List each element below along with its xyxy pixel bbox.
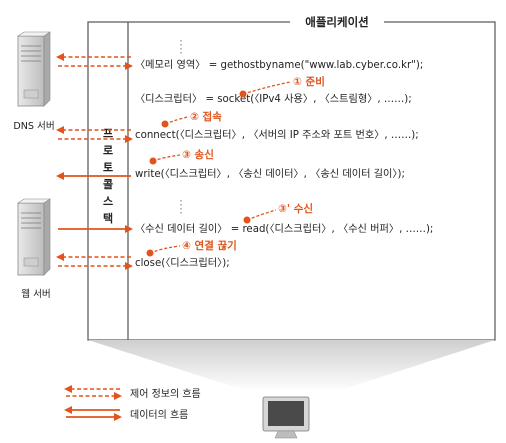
code-lines: 〈메모리 영역〉 = gethostbyname("www.lab.cyber.… [135, 59, 433, 269]
step4-label: ④ 연결 끊기 [182, 239, 237, 252]
code-close: close(〈디스크립터〉); [135, 256, 230, 269]
step2-label: ② 접속 [190, 111, 222, 123]
legend-control-arrow-icon [64, 385, 122, 400]
code-write: write(〈디스크립터〉, 〈송신 데이터〉, 〈송신 데이터 길이〉); [135, 167, 405, 180]
legend-data-label: 데이터의 흐름 [130, 409, 188, 421]
protocol-char-1: 프 [103, 127, 113, 140]
protocol-char-2: 로 [103, 144, 113, 157]
legend-data-arrow-icon [64, 406, 122, 421]
legend: 제어 정보의 흐름 데이터의 흐름 [64, 385, 201, 421]
application-title: 애플리케이션 [305, 15, 368, 29]
code-gethostbyname: 〈메모리 영역〉 = gethostbyname("www.lab.cyber.… [135, 59, 423, 71]
web-server-label: 웹 서버 [21, 289, 51, 300]
arrow-connect [56, 126, 133, 143]
step-markers: ① 준비 ② 접속 ③ 송신 ③' 수신 ④ 연결 끊기 [146, 75, 325, 257]
step1-label: ① 준비 [293, 75, 325, 88]
dns-server-label: DNS 서버 [13, 121, 54, 132]
legend-control-label: 제어 정보의 흐름 [130, 388, 201, 400]
code-socket: 〈디스크립터〉 = socket(〈IPv4 사용〉, 〈스트림형〉, ……); [135, 92, 412, 105]
protocol-char-3: 토 [103, 161, 113, 174]
code-connect: connect(〈디스크립터〉, 〈서버의 IP 주소와 포트 번호〉, ……)… [135, 128, 419, 141]
step3-label: ③ 송신 [182, 148, 214, 161]
protocol-char-6: 택 [103, 211, 113, 225]
dns-server-icon [17, 31, 51, 107]
arrow-gethostbyname [56, 53, 133, 70]
protocol-char-5: 스 [103, 195, 113, 208]
protocol-stack-label: 프 로 토 콜 스 택 [103, 127, 113, 225]
monitor-icon [262, 396, 310, 439]
web-server-icon [17, 198, 51, 276]
protocol-char-4: 콜 [103, 178, 113, 191]
step3b-label: ③' 수신 [278, 202, 313, 215]
application-frame: 애플리케이션 [87, 14, 496, 341]
arrow-close [56, 253, 133, 270]
code-read: 〈수신 데이터 길이〉 = read(〈디스크립터〉, 〈수신 버퍼〉, ……)… [135, 222, 433, 235]
perspective-funnel [88, 340, 495, 392]
